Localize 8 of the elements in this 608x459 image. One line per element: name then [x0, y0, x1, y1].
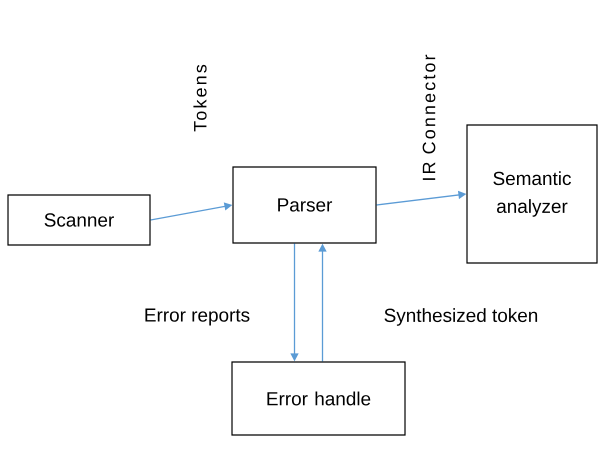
process-box: Error handle: [231, 361, 406, 436]
process-box: Parser: [232, 166, 377, 244]
edge-label: Tokens: [191, 62, 209, 134]
process-box: Semantic analyzer: [466, 124, 598, 264]
edge-label: Error reports: [142, 306, 252, 328]
process-box: Scanner: [7, 194, 151, 246]
edge-label: Synthesized token: [382, 306, 540, 328]
edge-label: IR Connector: [420, 52, 438, 184]
